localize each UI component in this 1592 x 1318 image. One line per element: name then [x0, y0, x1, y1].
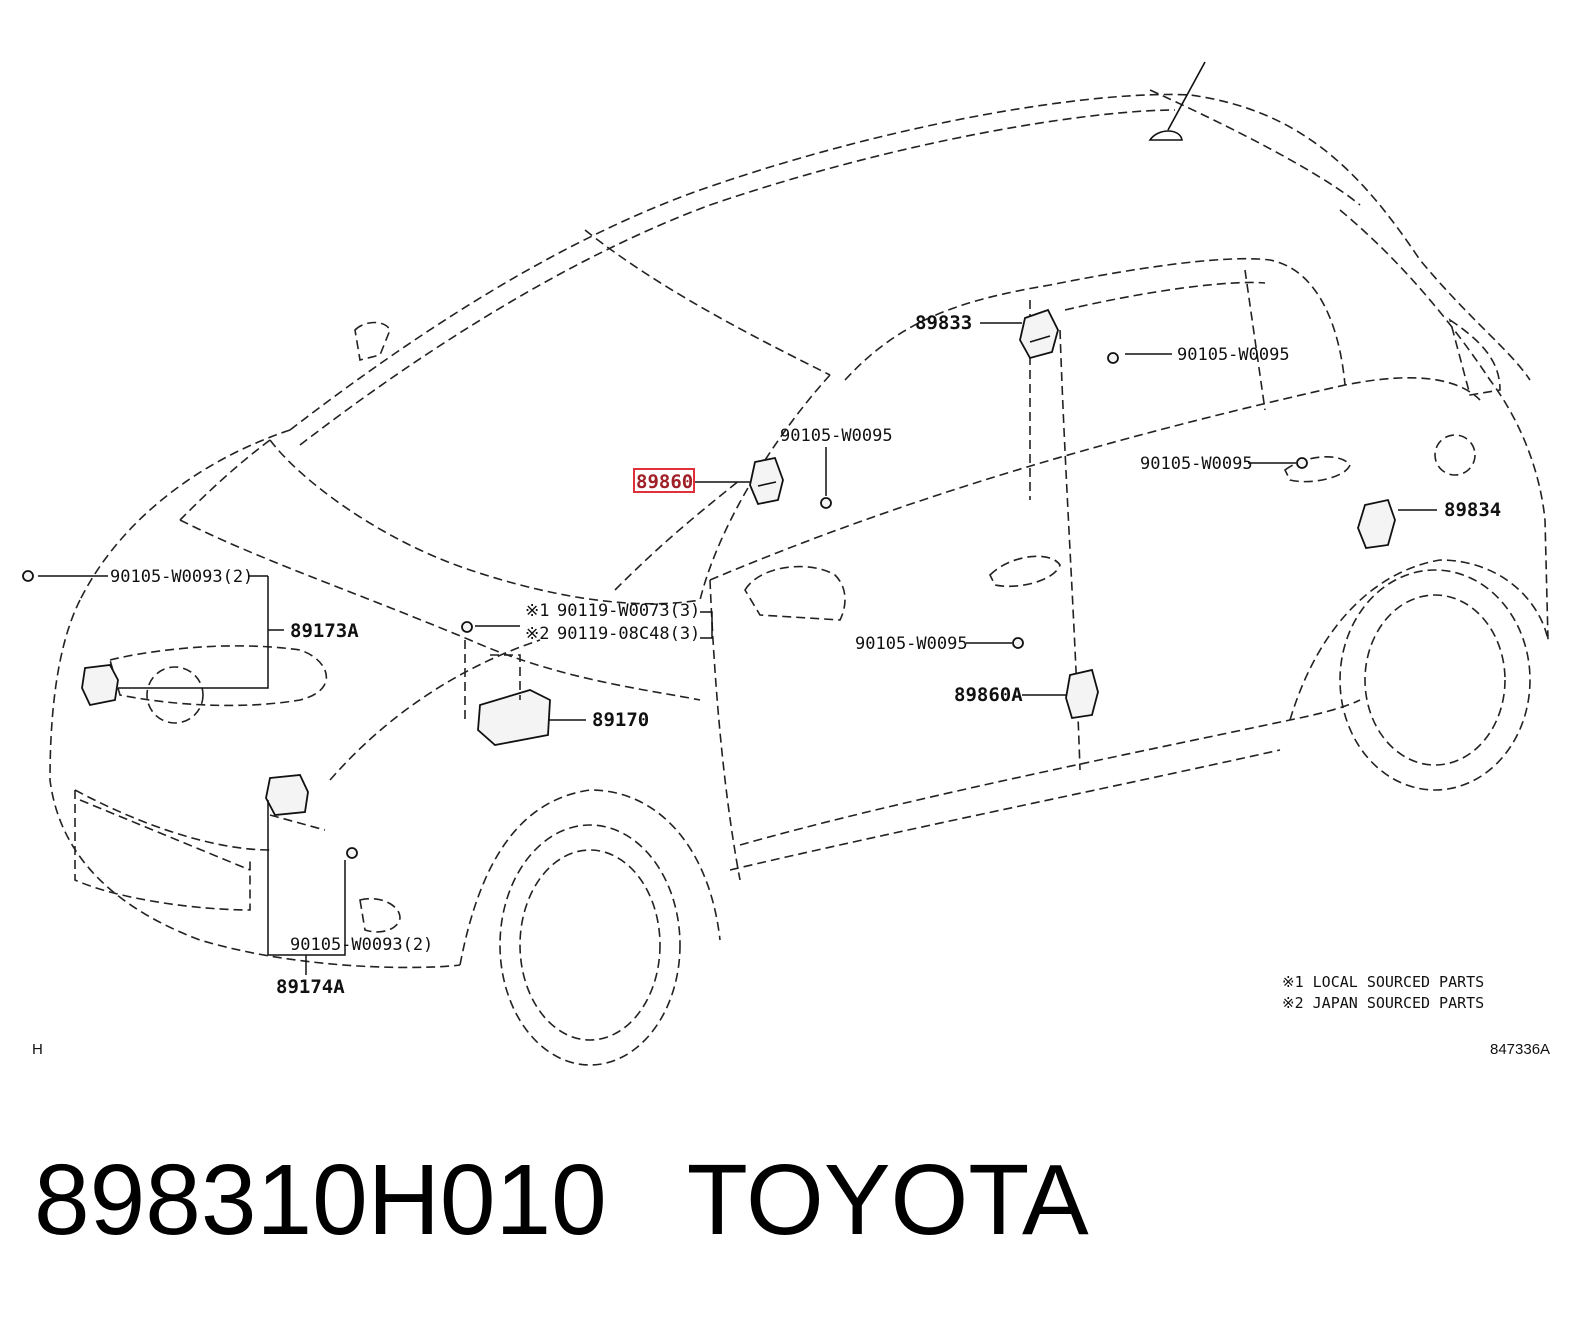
legend-notes: ※1 LOCAL SOURCED PARTS ※2 JAPAN SOURCED …: [1282, 973, 1484, 1012]
sensor-89860: [749, 456, 784, 506]
label-89173A: 89173A: [290, 620, 359, 642]
label-bolt-japan: 90119-08C48(3): [557, 624, 700, 644]
part-number: 898310H010: [34, 1144, 607, 1256]
sensor-89834: [1357, 498, 1396, 549]
sensor-89174A: [265, 774, 326, 831]
brand-name: TOYOTA: [686, 1144, 1089, 1256]
label-89174A: 89174A: [276, 976, 345, 998]
label-bolt-local: 90119-W0073(3): [557, 601, 700, 621]
figure-id: 847336A: [1490, 1041, 1550, 1058]
sensor-89833: [1019, 308, 1059, 360]
leader-lines: [38, 322, 1437, 975]
callout-labels: 89833 90105-W0095 90105-W0095 89860 9010…: [110, 312, 1501, 998]
label-89834: 89834: [1444, 499, 1501, 521]
label-89170: 89170: [592, 709, 649, 731]
bolt-icons: [22, 352, 1308, 859]
note-local-sourced: ※1 LOCAL SOURCED PARTS: [1282, 973, 1484, 991]
label-bolt-front-bottom: 90105-W0093(2): [290, 935, 433, 955]
label-local-mark: ※1: [525, 601, 549, 621]
label-89833: 89833: [915, 312, 972, 334]
label-89860A: 89860A: [954, 684, 1023, 706]
label-bolt-a-pillar: 90105-W0095: [780, 426, 893, 446]
note-japan-sourced: ※2 JAPAN SOURCED PARTS: [1282, 994, 1484, 1012]
label-89860: 89860: [636, 471, 693, 493]
label-bolt-rear-door: 90105-W0095: [1140, 454, 1253, 474]
parts-diagram: 89833 90105-W0095 90105-W0095 89860 9010…: [22, 61, 1550, 1066]
sensor-89860A: [1065, 668, 1099, 720]
car-outline: [49, 89, 1549, 1066]
label-bolt-front-door: 90105-W0095: [855, 634, 968, 654]
corner-mark: H: [32, 1041, 43, 1058]
label-bolt-roof-b: 90105-W0095: [1177, 345, 1290, 365]
label-bolt-front-top: 90105-W0093(2): [110, 567, 253, 587]
part-number-caption: 898310H010 TOYOTA: [34, 1140, 1574, 1260]
highlight-box: [633, 468, 695, 493]
ecu-89170: [464, 640, 551, 746]
sensor-89173A: [81, 664, 119, 707]
antenna: [1148, 61, 1206, 141]
label-japan-mark: ※2: [525, 624, 549, 644]
